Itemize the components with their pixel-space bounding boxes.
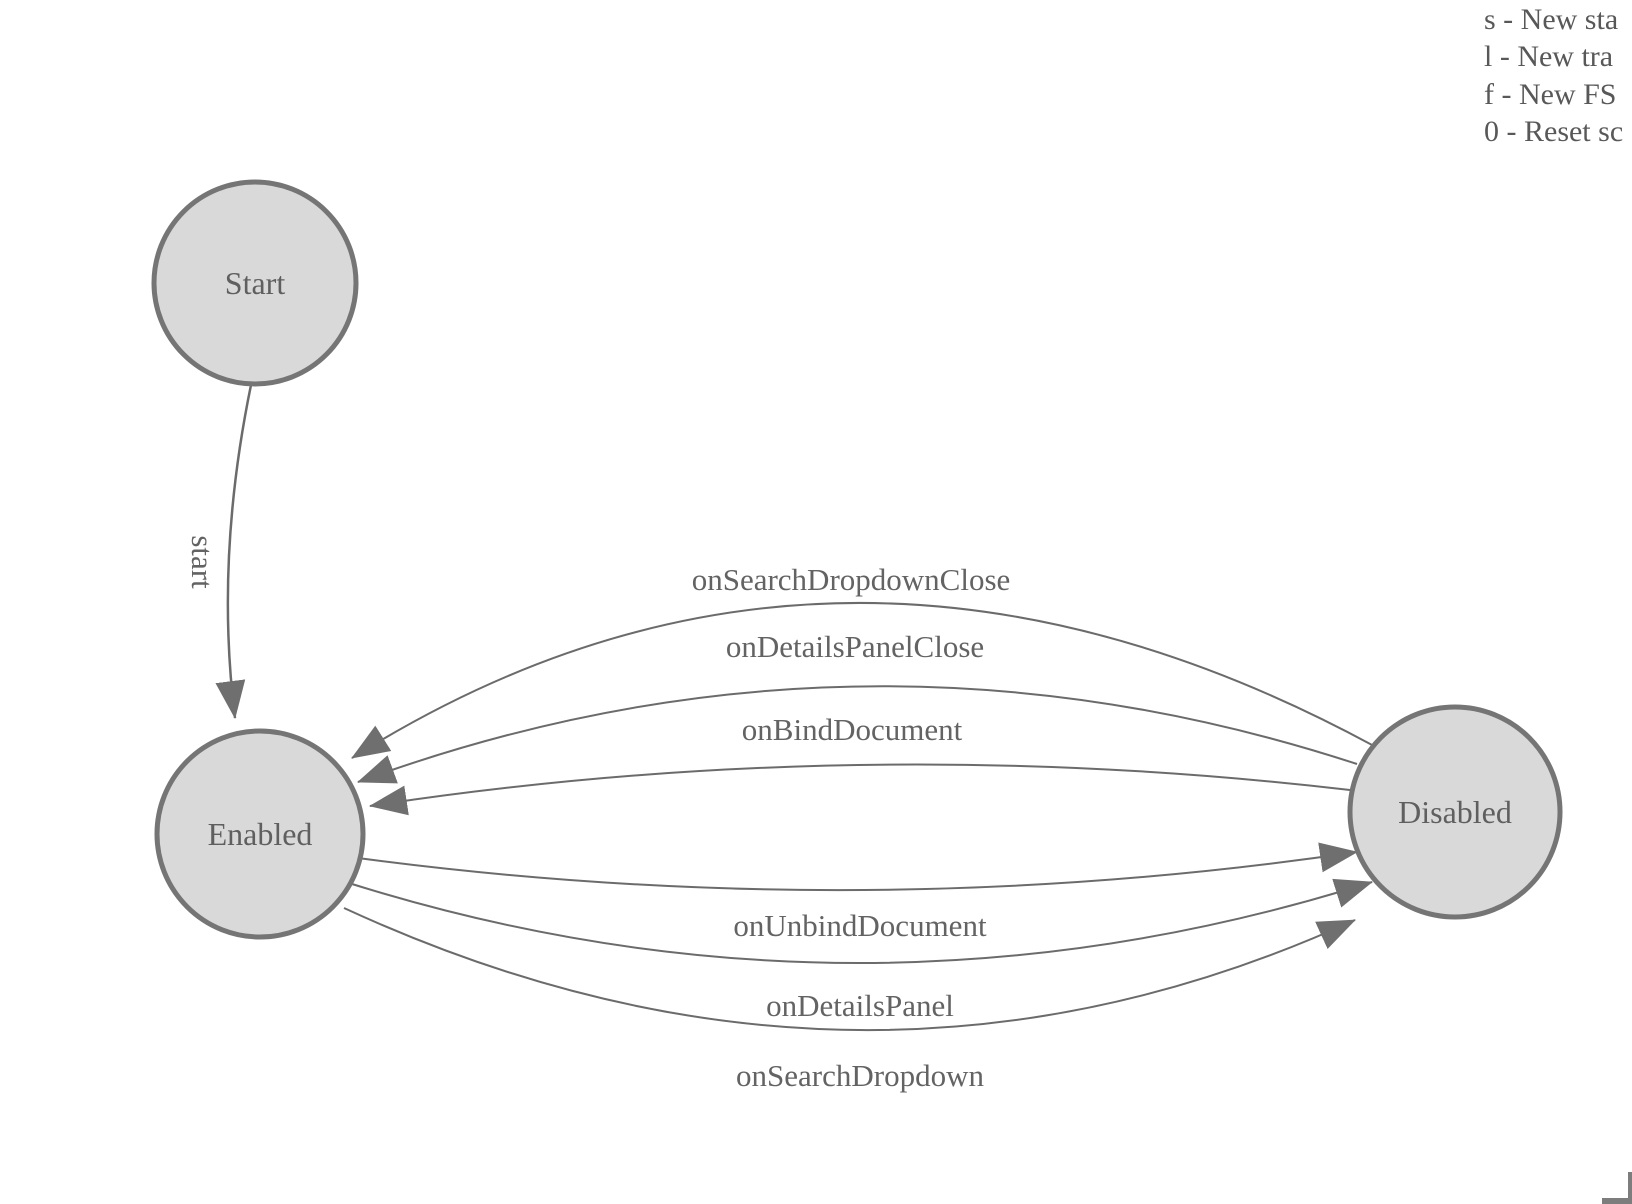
- nodes-layer: Start Enabled Disabled: [151, 179, 1563, 940]
- edge-onsearchdropdownclose[interactable]: [351, 602, 1375, 759]
- edges-layer: [215, 384, 1375, 1032]
- state-circle-disabled[interactable]: [1347, 704, 1563, 920]
- edge-label-onbinddocument: onBindDocument: [742, 712, 963, 747]
- corner-mark-vertical-bar: [1628, 1172, 1632, 1204]
- legend-line-new-transition: l - New tra: [1484, 40, 1613, 73]
- corner-mark-horizontal-bar: [1602, 1198, 1632, 1204]
- state-circle-start[interactable]: [151, 179, 359, 387]
- state-label-start: Start: [225, 265, 286, 301]
- state-label-enabled: Enabled: [208, 816, 313, 852]
- state-node-enabled[interactable]: Enabled: [154, 728, 366, 940]
- edge-label-ondetailspanelclose: onDetailsPanelClose: [726, 629, 984, 664]
- state-label-disabled: Disabled: [1398, 794, 1512, 830]
- edge-label-onsearchdropdown: onSearchDropdown: [736, 1058, 984, 1093]
- edge-label-start: start: [185, 535, 220, 589]
- edge-label-onunbinddocument: onUnbindDocument: [733, 908, 987, 943]
- canvas-corner-mark: [1602, 1172, 1632, 1204]
- state-circle-enabled[interactable]: [154, 728, 366, 940]
- edge-label-ondetailspanel: onDetailsPanel: [766, 988, 954, 1023]
- edge-label-onsearchdropdownclose: onSearchDropdownClose: [692, 562, 1011, 597]
- edge-onunbinddocument[interactable]: [357, 842, 1358, 892]
- edge-onsearchdropdown[interactable]: [343, 907, 1356, 1032]
- edge-ondetailspanelclose[interactable]: [357, 685, 1358, 784]
- legend-line-reset: 0 - Reset sc: [1484, 115, 1623, 148]
- state-node-start[interactable]: Start: [151, 179, 359, 387]
- state-node-disabled[interactable]: Disabled: [1347, 704, 1563, 920]
- edge-start-to-enabled[interactable]: [215, 384, 253, 719]
- hotkey-legend: s - New sta l - New tra f - New FS 0 - R…: [1484, 3, 1623, 148]
- legend-line-new-state: s - New sta: [1484, 3, 1618, 36]
- legend-line-new-fsm: f - New FS: [1484, 78, 1617, 111]
- edge-labels-layer: start onSearchDropdownClose onDetailsPan…: [185, 535, 1010, 1093]
- edge-onbinddocument[interactable]: [369, 763, 1351, 816]
- edge-ondetailspanel[interactable]: [351, 878, 1373, 964]
